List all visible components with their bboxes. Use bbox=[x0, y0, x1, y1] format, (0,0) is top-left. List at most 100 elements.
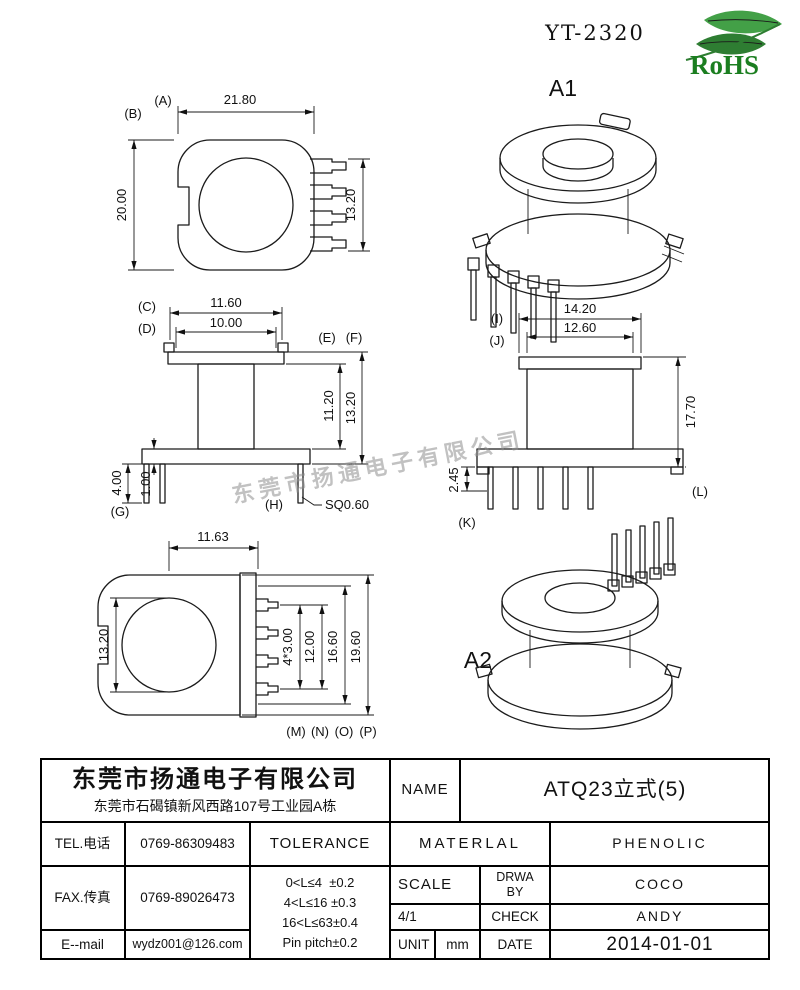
fax-label-cell: FAX.传真 bbox=[40, 866, 125, 930]
top-flange bbox=[501, 569, 659, 633]
rohs-leaf-icon bbox=[704, 10, 782, 34]
view-elevation-side: 14.20 12.60 (I) (J) 17.70 (L) 2.45 (K) bbox=[446, 301, 708, 530]
label-A: (A) bbox=[154, 93, 171, 108]
dim-13-20-bore: 13.20 bbox=[96, 629, 111, 662]
dim-12-60: 12.60 bbox=[564, 320, 597, 335]
dim-12-00: 12.00 bbox=[302, 631, 317, 664]
core-column bbox=[197, 363, 255, 450]
fax-value: 0769-89026473 bbox=[140, 889, 235, 905]
label-B: (B) bbox=[124, 106, 141, 121]
unit-label-cell: UNIT bbox=[390, 930, 435, 960]
material-label: MATERLAL bbox=[418, 834, 522, 852]
tel-value-cell: 0769-86309483 bbox=[125, 822, 250, 866]
unit-value-cell: mm bbox=[435, 930, 480, 960]
dim-2-45: 2.45 bbox=[446, 467, 461, 492]
dim-11-60: 11.60 bbox=[210, 295, 242, 310]
dim-19-60: 19.60 bbox=[348, 631, 363, 664]
email-label-cell: E--mail bbox=[40, 930, 125, 960]
dim-pin-pitch: 4*3.00 bbox=[280, 628, 295, 666]
drwa-by-cell: DRWA BY bbox=[480, 866, 550, 904]
email-label: E--mail bbox=[61, 936, 104, 952]
bottom-flange bbox=[487, 643, 673, 717]
dim-21-80: 21.80 bbox=[224, 92, 257, 107]
bottom-flange bbox=[476, 448, 684, 468]
label-L: (L) bbox=[692, 484, 708, 499]
dim-11-63: 11.63 bbox=[197, 529, 229, 544]
check-label-cell: CHECK bbox=[480, 904, 550, 930]
label-P: (P) bbox=[359, 724, 376, 739]
bottom-flange bbox=[141, 448, 311, 465]
label-A1: A1 bbox=[549, 75, 577, 101]
drwa-line: BY bbox=[506, 885, 524, 899]
dim-17-70: 17.70 bbox=[683, 396, 698, 429]
date-label: DATE bbox=[497, 936, 533, 952]
label-E: (E) bbox=[318, 330, 335, 345]
material-label-cell: MATERLAL bbox=[390, 822, 550, 866]
name-label: NAME bbox=[401, 780, 449, 798]
label-M: (M) bbox=[286, 724, 306, 739]
pins bbox=[487, 466, 594, 510]
company-name: 东莞市扬通电子有限公司 bbox=[72, 765, 358, 793]
drawn-by: COCO bbox=[635, 876, 685, 893]
tel-value: 0769-86309483 bbox=[140, 835, 235, 851]
core-column bbox=[526, 368, 634, 450]
dim-10-00: 10.00 bbox=[210, 315, 243, 330]
tolerance-header-cell: TOLERANCE bbox=[250, 822, 390, 866]
view-iso-a2: A2 bbox=[464, 517, 682, 730]
scale-value: 4/1 bbox=[398, 908, 417, 924]
drawing-canvas: YT-2320 RoHS 21.80 20.00 13.20 (A) (B) A… bbox=[96, 10, 782, 739]
tel-label: TEL.电话 bbox=[54, 835, 111, 851]
email-value-cell: wydz001@126.com bbox=[125, 930, 250, 960]
unit-label: UNIT bbox=[398, 936, 430, 952]
bobbin-outer-profile bbox=[97, 574, 241, 716]
rohs-label: RoHS bbox=[690, 50, 759, 80]
rohs-logo: RoHS bbox=[685, 10, 782, 80]
pins bbox=[467, 257, 560, 343]
fax-value-cell: 0769-89026473 bbox=[125, 866, 250, 930]
tolerance-values-cell: 0<L≤4 ±0.2 4<L≤16 ±0.3 16<L≤63±0.4 Pin p… bbox=[250, 866, 390, 960]
dim-13-20: 13.20 bbox=[343, 189, 358, 222]
part-number: YT-2320 bbox=[544, 21, 645, 45]
dim-16-60: 16.60 bbox=[325, 631, 340, 664]
name-label-cell: NAME bbox=[390, 758, 460, 822]
label-H: (H) bbox=[265, 497, 283, 512]
check-label: CHECK bbox=[491, 908, 539, 924]
pin-plate bbox=[239, 572, 257, 718]
company-address: 东莞市石碣镇新风西路107号工业园A栋 bbox=[93, 797, 337, 814]
dim-11-20: 11.20 bbox=[321, 390, 336, 422]
bore-circle bbox=[198, 157, 294, 253]
label-C: (C) bbox=[138, 299, 156, 314]
label-F: (F) bbox=[346, 330, 363, 345]
label-D: (D) bbox=[138, 321, 156, 336]
tolerance-row: Pin pitch±0.2 bbox=[282, 935, 358, 951]
dim-13-20-overall: 13.20 bbox=[343, 392, 358, 425]
material-value-cell: PHENOLIC bbox=[550, 822, 770, 866]
dim-4-00: 4.00 bbox=[109, 470, 124, 495]
pins bbox=[256, 598, 279, 696]
checked-by-cell: ANDY bbox=[550, 904, 770, 930]
date-label-cell: DATE bbox=[480, 930, 550, 960]
bore bbox=[542, 138, 614, 170]
date-value: 2014-01-01 bbox=[606, 934, 714, 956]
view-iso-a1: A1 bbox=[467, 75, 685, 343]
material-value: PHENOLIC bbox=[612, 835, 708, 852]
label-A2: A2 bbox=[464, 647, 492, 673]
email-value: wydz001@126.com bbox=[132, 937, 243, 952]
checked-by: ANDY bbox=[636, 908, 684, 925]
title-block: 东莞市扬通电子有限公司 东莞市石碣镇新风西路107号工业园A栋 NAME ATQ… bbox=[40, 758, 770, 960]
dim-1-00: 1.00 bbox=[138, 471, 153, 496]
bottom-flange bbox=[485, 213, 671, 287]
unit-value: mm bbox=[446, 936, 469, 952]
dim-20-00: 20.00 bbox=[114, 189, 129, 222]
label-I: (I) bbox=[491, 311, 503, 326]
part-name-cell: ATQ23立式(5) bbox=[460, 758, 770, 822]
scale-label-cell: SCALE bbox=[390, 866, 480, 904]
view-front-round: 21.80 20.00 13.20 (A) (B) bbox=[114, 92, 370, 271]
tolerance-row: 0<L≤4 ±0.2 bbox=[285, 874, 355, 890]
pins bbox=[310, 158, 347, 252]
scale-label: SCALE bbox=[398, 875, 453, 893]
label-O: (O) bbox=[335, 724, 354, 739]
dim-14-20: 14.20 bbox=[564, 301, 597, 316]
label-J: (J) bbox=[489, 333, 504, 348]
